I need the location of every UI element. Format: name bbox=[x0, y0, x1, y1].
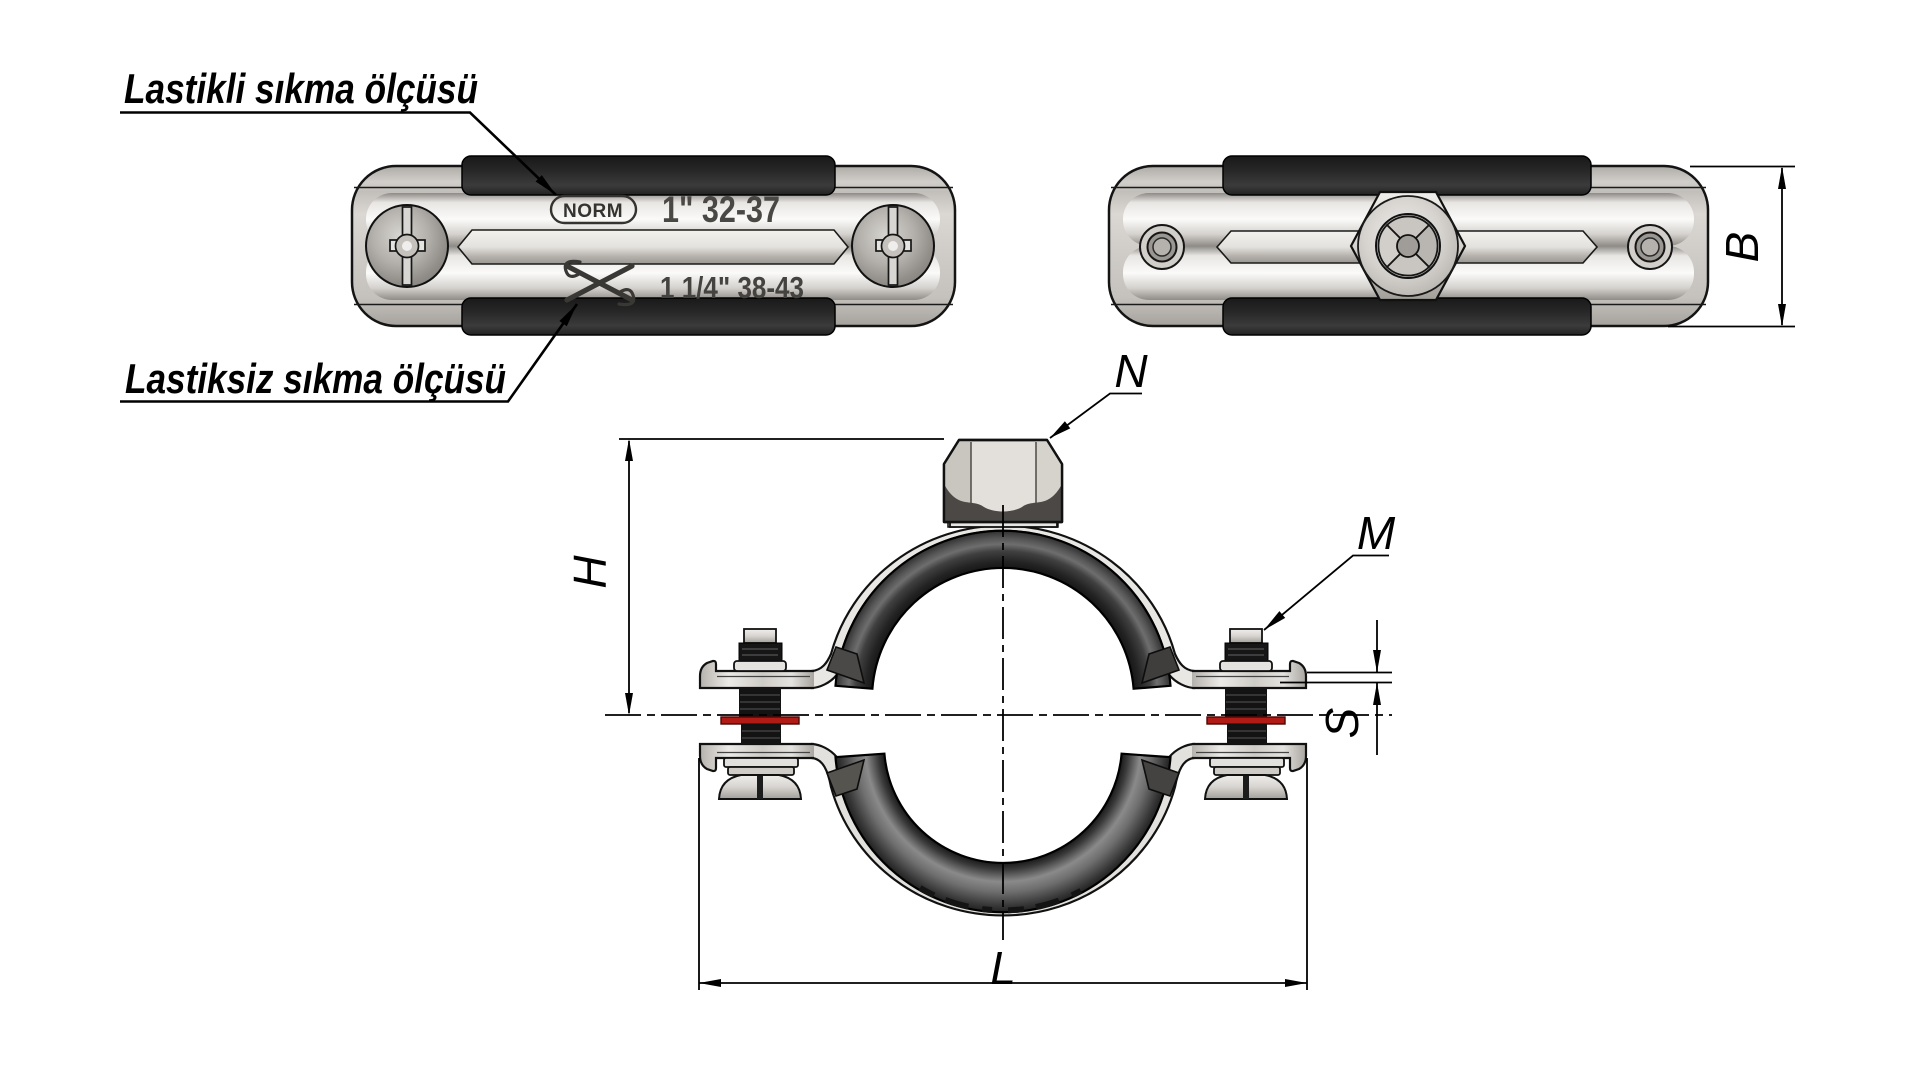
svg-text:H: H bbox=[564, 555, 616, 589]
svg-text:N: N bbox=[1114, 345, 1148, 397]
svg-text:B: B bbox=[1716, 232, 1768, 263]
svg-text:M: M bbox=[1357, 507, 1396, 559]
svg-text:1 1/4" 38-43: 1 1/4" 38-43 bbox=[660, 270, 804, 305]
svg-text:L: L bbox=[990, 942, 1016, 994]
svg-text:NORM: NORM bbox=[563, 201, 623, 222]
svg-text:S: S bbox=[1316, 707, 1368, 738]
svg-text:1" 32-37: 1" 32-37 bbox=[662, 189, 780, 230]
svg-text:Lastiksiz sıkma ölçüsü: Lastiksiz sıkma ölçüsü bbox=[125, 355, 506, 402]
svg-text:Lastikli sıkma ölçüsü: Lastikli sıkma ölçüsü bbox=[124, 65, 478, 112]
